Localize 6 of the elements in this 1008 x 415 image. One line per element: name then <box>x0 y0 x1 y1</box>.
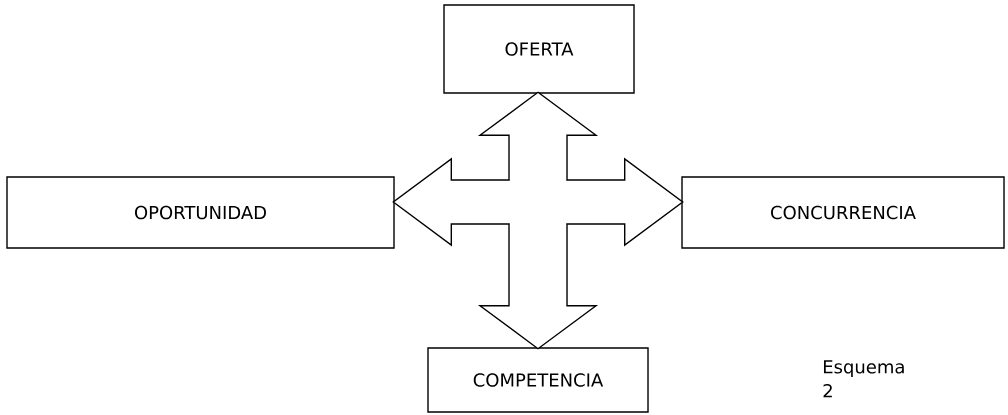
double-arrow <box>392 157 684 247</box>
text-box: CONCURRENCIA <box>681 176 1005 249</box>
text-box: OFERTA <box>443 4 635 94</box>
text-box: OPORTUNIDAD <box>6 176 395 249</box>
note-text: Esquema 2 <box>823 360 904 398</box>
text-box: COMPETENCIA <box>427 347 649 413</box>
